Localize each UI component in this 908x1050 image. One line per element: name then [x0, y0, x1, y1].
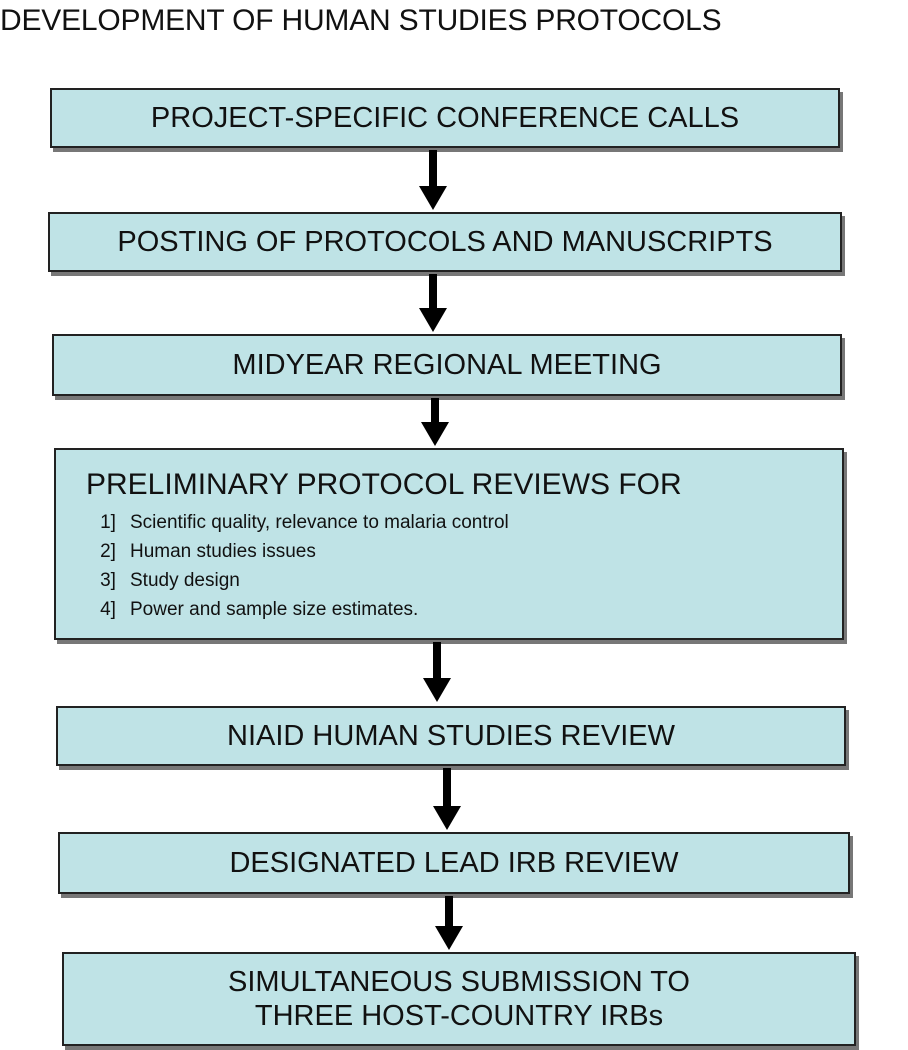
- list-item-number: 4]: [100, 599, 116, 620]
- list-item-text: Study design: [130, 570, 240, 591]
- list-item-number: 1]: [100, 512, 116, 533]
- step-label: NIAID HUMAN STUDIES REVIEW: [227, 720, 675, 752]
- step-label-line1: SIMULTANEOUS SUBMISSION TO: [228, 966, 690, 998]
- arrow-down-icon: [435, 896, 463, 950]
- step-label: PROJECT-SPECIFIC CONFERENCE CALLS: [150, 102, 740, 134]
- list-item: 2] Human studies issues: [86, 537, 509, 566]
- list-item: 4] Power and sample size estimates.: [86, 595, 509, 624]
- list-item-text: Power and sample size estimates.: [130, 599, 419, 620]
- list-item: 1] Scientific quality, relevance to mala…: [86, 508, 509, 537]
- step-label: DESIGNATED LEAD IRB REVIEW: [229, 847, 679, 879]
- step-label-line2: THREE HOST-COUNTRY IRBs: [254, 1000, 664, 1032]
- list-item-number: 3]: [100, 570, 116, 591]
- arrow-down-icon: [433, 768, 461, 830]
- step-label: MIDYEAR REGIONAL MEETING: [232, 349, 662, 381]
- step-label: POSTING OF PROTOCOLS AND MANUSCRIPTS: [117, 226, 773, 258]
- arrow-down-icon: [419, 150, 447, 210]
- step-preliminary-reviews: PRELIMINARY PROTOCOL REVIEWS FOR 1] Scie…: [54, 448, 844, 640]
- step-label: PRELIMINARY PROTOCOL REVIEWS FOR: [86, 468, 682, 501]
- arrow-down-icon: [419, 274, 447, 332]
- list-item-text: Human studies issues: [130, 541, 316, 562]
- step-posting-protocols: POSTING OF PROTOCOLS AND MANUSCRIPTS: [48, 212, 842, 272]
- review-criteria-list: 1] Scientific quality, relevance to mala…: [86, 508, 509, 624]
- step-lead-irb-review: DESIGNATED LEAD IRB REVIEW: [58, 832, 850, 894]
- arrow-down-icon: [423, 642, 451, 702]
- list-item-number: 2]: [100, 541, 116, 562]
- list-item-text: Scientific quality, relevance to malaria…: [130, 512, 509, 533]
- step-conference-calls: PROJECT-SPECIFIC CONFERENCE CALLS: [50, 88, 840, 148]
- step-midyear-meeting: MIDYEAR REGIONAL MEETING: [52, 334, 842, 396]
- diagram-title: DEVELOPMENT OF HUMAN STUDIES PROTOCOLS: [0, 4, 722, 37]
- arrow-down-icon: [421, 398, 449, 446]
- step-simultaneous-submission: SIMULTANEOUS SUBMISSION TO THREE HOST-CO…: [62, 952, 856, 1046]
- list-item: 3] Study design: [86, 566, 509, 595]
- step-niaid-review: NIAID HUMAN STUDIES REVIEW: [56, 706, 846, 766]
